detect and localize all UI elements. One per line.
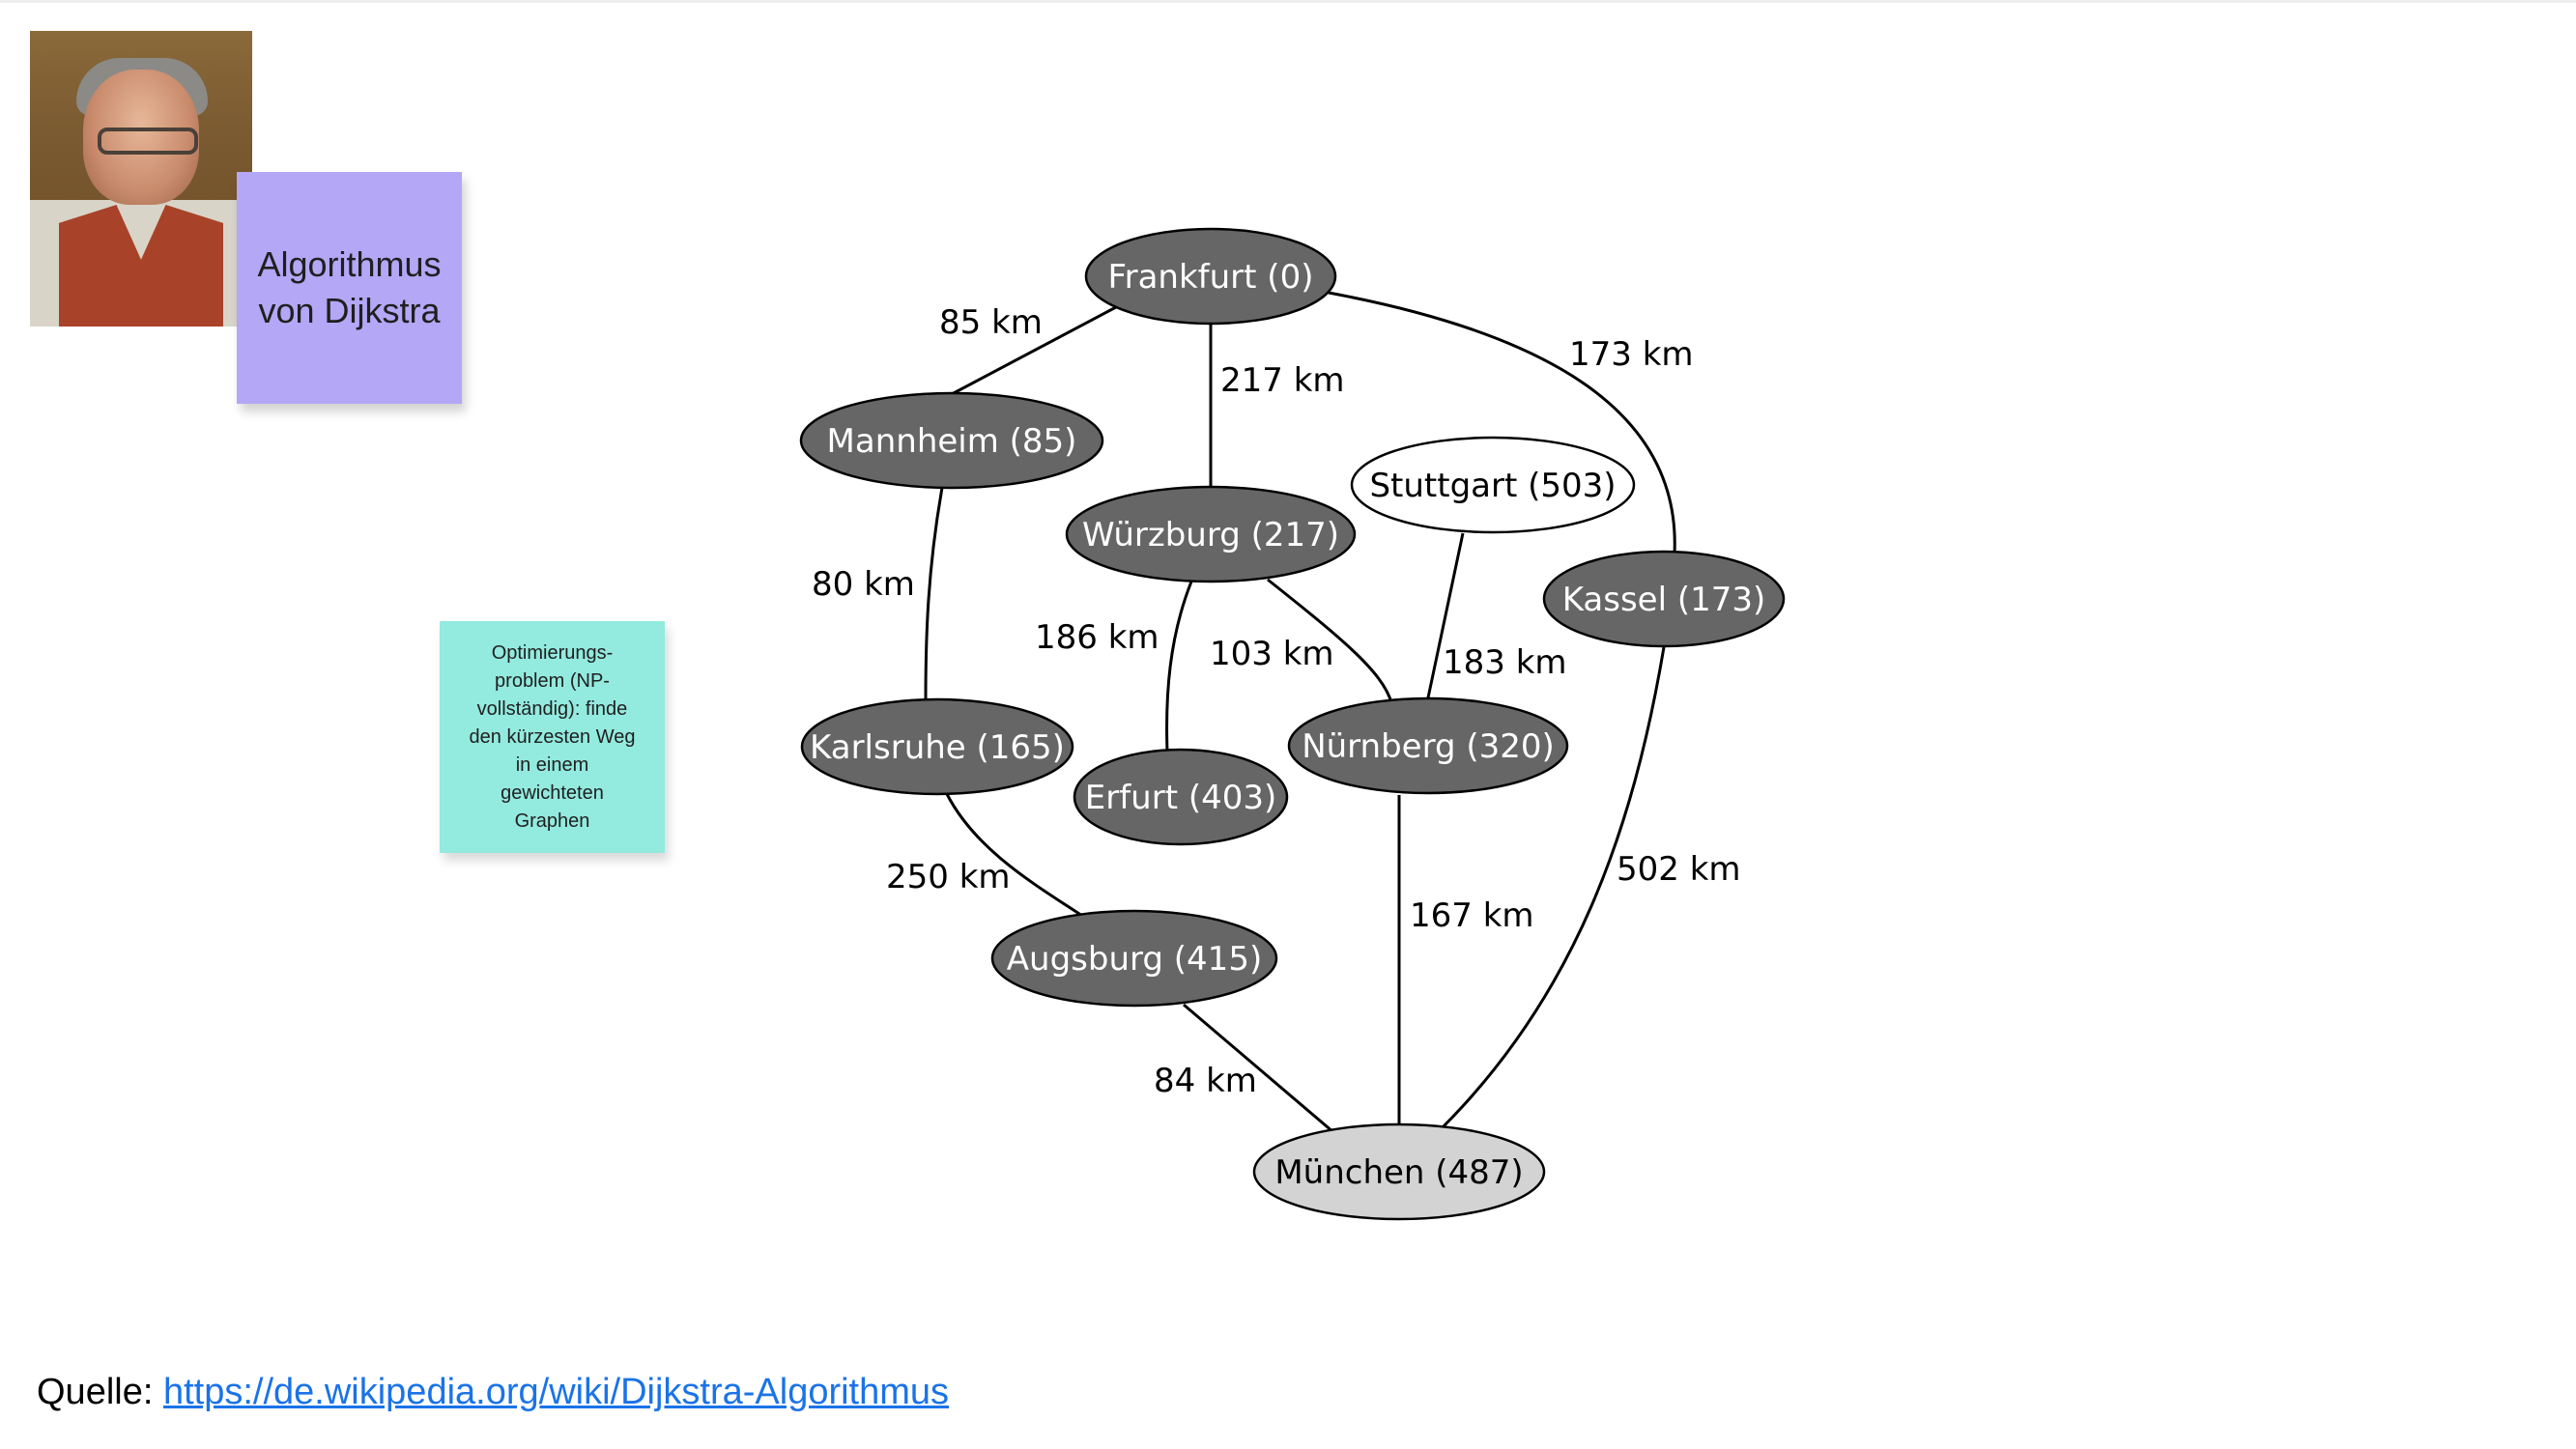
edge-label: 217 km <box>1220 361 1345 400</box>
sticky-description-text: Optimierungs- problem (NP- vollständig):… <box>470 639 636 836</box>
portrait-photo[interactable] <box>30 31 252 327</box>
node-muenchen[interactable]: München (487) <box>1252 1122 1546 1221</box>
sticky-note-title[interactable]: Algorithmus von Dijkstra <box>237 172 462 404</box>
node-mannheim[interactable]: Mannheim (85) <box>799 391 1104 490</box>
edge-wuerzburg-nuernberg <box>1267 578 1393 703</box>
node-frankfurt[interactable]: Frankfurt (0) <box>1084 227 1337 326</box>
edge-frankfurt-mannheim <box>951 305 1117 396</box>
edge-mannheim-karlsruhe <box>924 487 944 701</box>
edge-kassel-muenchen <box>1440 646 1666 1130</box>
top-border <box>0 0 2576 3</box>
sticky-description-line: vollständig): finde <box>476 697 628 720</box>
node-label: Erfurt (403) <box>1085 779 1277 817</box>
edge-label: 84 km <box>1154 1062 1257 1100</box>
edge-label: 80 km <box>812 565 915 604</box>
edge-stuttgart-nuernberg <box>1425 532 1465 703</box>
edge-label: 173 km <box>1569 335 1694 374</box>
node-augsburg[interactable]: Augsburg (415) <box>990 909 1278 1008</box>
source-line: Quelle: https://de.wikipedia.org/wiki/Di… <box>37 1372 949 1413</box>
node-label: Augsburg (415) <box>1007 940 1262 979</box>
node-erfurt[interactable]: Erfurt (403) <box>1073 748 1289 846</box>
node-karlsruhe[interactable]: Karlsruhe (165) <box>800 697 1074 796</box>
edge-label: 250 km <box>886 858 1011 896</box>
node-label: München (487) <box>1274 1153 1523 1192</box>
edge-label: 183 km <box>1443 643 1567 682</box>
sticky-description-line: gewichteten <box>501 781 604 804</box>
sticky-description-line: in einem <box>515 753 589 776</box>
edge-label: 502 km <box>1617 850 1741 889</box>
node-nuernberg[interactable]: Nürnberg (320) <box>1287 696 1569 795</box>
edge-augsburg-muenchen <box>1183 1003 1334 1134</box>
edge-label: 85 km <box>939 303 1043 342</box>
node-label: Mannheim (85) <box>827 422 1077 461</box>
sticky-description-line: den kürzesten Weg <box>469 725 636 748</box>
edge-label: 103 km <box>1210 635 1334 673</box>
node-label: Würzburg (217) <box>1082 516 1339 554</box>
sticky-description-line: Optimierungs- <box>491 641 614 664</box>
node-label: Karlsruhe (165) <box>810 728 1065 767</box>
edge-wuerzburg-erfurt <box>1165 581 1193 753</box>
edge-label: 186 km <box>1035 618 1159 657</box>
sticky-note-description[interactable]: Optimierungs- problem (NP- vollständig):… <box>440 621 665 853</box>
node-label: Stuttgart (503) <box>1369 467 1616 505</box>
source-link[interactable]: https://de.wikipedia.org/wiki/Dijkstra-A… <box>162 1372 950 1412</box>
node-wuerzburg[interactable]: Würzburg (217) <box>1065 485 1357 583</box>
source-label: Quelle: <box>37 1372 154 1412</box>
node-label: Frankfurt (0) <box>1108 258 1314 297</box>
edge-karlsruhe-augsburg <box>945 793 1083 918</box>
sticky-title-line: von Dijkstra <box>258 291 441 330</box>
node-kassel[interactable]: Kassel (173) <box>1542 550 1786 648</box>
node-label: Nürnberg (320) <box>1302 727 1555 766</box>
sticky-title-text: Algorithmus von Dijkstra <box>257 242 441 334</box>
sticky-title-line: Algorithmus <box>257 244 442 284</box>
node-label: Kassel (173) <box>1562 581 1766 619</box>
node-stuttgart[interactable]: Stuttgart (503) <box>1350 436 1636 534</box>
edge-label: 167 km <box>1410 896 1534 935</box>
edge-frankfurt-kassel <box>1328 291 1676 554</box>
sticky-description-line: Graphen <box>514 810 590 832</box>
sticky-description-line: problem (NP- <box>495 669 610 692</box>
